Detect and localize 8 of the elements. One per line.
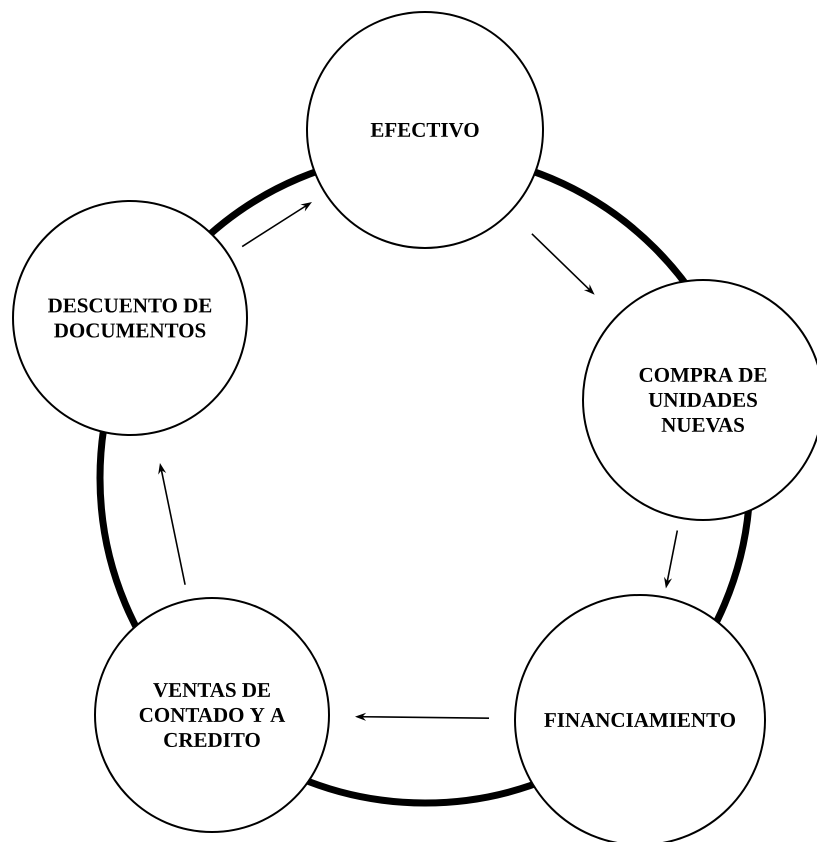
circle-node: EFECTIVO: [306, 11, 544, 249]
node-label: COMPRA DE UNIDADES NUEVAS: [640, 368, 766, 432]
circle-node: DESCUENTO DE DOCUMENTOS: [12, 200, 248, 436]
circle-node: VENTAS DE CONTADO Y A CREDITO: [94, 597, 330, 833]
node-label: FINANCIAMIENTO: [544, 712, 736, 728]
circle-node: COMPRA DE UNIDADES NUEVAS: [582, 279, 817, 521]
circle-node: FINANCIAMIENTO: [514, 594, 766, 842]
node-label: VENTAS DE CONTADO Y A CREDITO: [140, 682, 286, 748]
